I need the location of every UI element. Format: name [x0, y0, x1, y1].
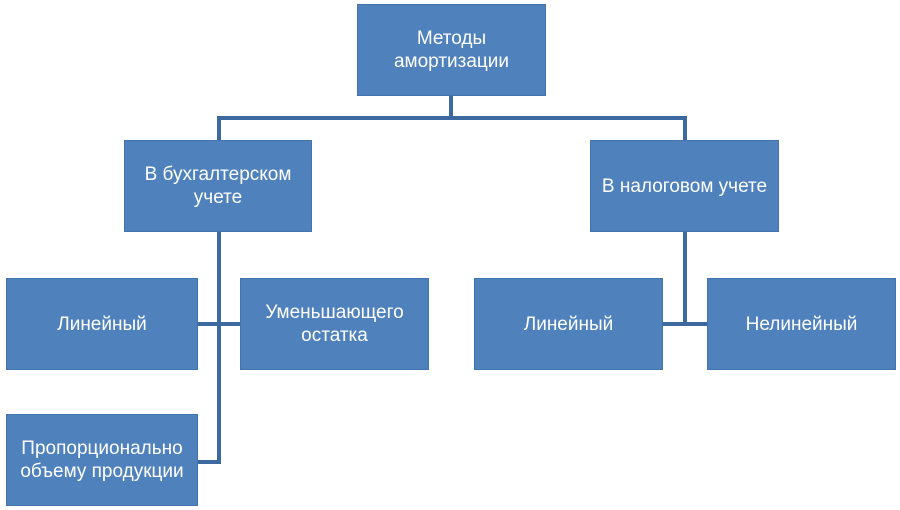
root-node: Методы амортизации	[357, 4, 546, 96]
declining-balance-node: Уменьшающего остатка	[240, 278, 429, 370]
accounting-linear-node: Линейный	[6, 278, 198, 370]
tax-linear-node: Линейный	[474, 278, 663, 370]
nonlinear-label: Нелинейный	[745, 313, 858, 335]
declining-balance-label: Уменьшающего остатка	[265, 302, 404, 346]
connector-accounting-children	[196, 230, 242, 464]
tax-node: В налоговом учете	[590, 140, 779, 232]
accounting-node-label: В бухгалтерском учете	[144, 164, 292, 208]
units-of-production-node: Пропорционально объему продукции	[6, 414, 198, 506]
accounting-linear-label: Линейный	[57, 313, 147, 335]
root-node-label: Методы амортизации	[393, 28, 510, 72]
accounting-node: В бухгалтерском учете	[124, 140, 312, 232]
connector-tax-children	[661, 230, 709, 326]
tax-node-label: В налоговом учете	[601, 175, 768, 197]
connector-root-to-branches	[217, 94, 687, 142]
tax-linear-label: Линейный	[523, 313, 614, 335]
units-of-production-label: Пропорционально объему продукции	[20, 438, 184, 482]
nonlinear-node: Нелинейный	[707, 278, 896, 370]
